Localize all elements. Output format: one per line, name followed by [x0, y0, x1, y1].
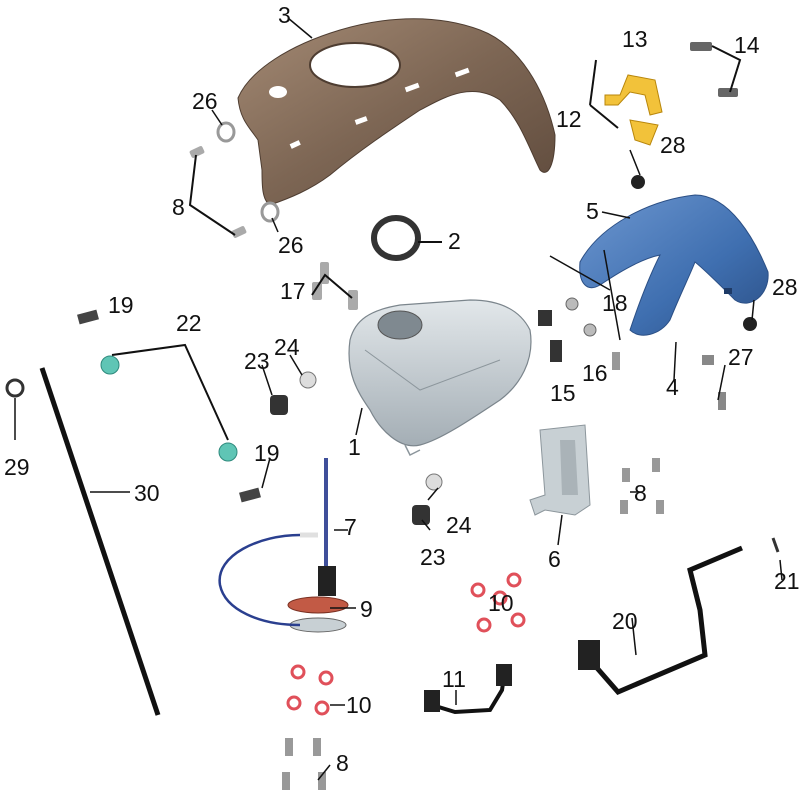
- callout-28-right: 28: [772, 274, 798, 300]
- callout-29: 29: [4, 454, 30, 480]
- callout-15: 15: [550, 380, 576, 406]
- callout-26-upper: 26: [192, 88, 218, 114]
- callout-9: 9: [360, 596, 373, 622]
- callout-8-right: 8: [634, 480, 647, 506]
- filler-gasket: [371, 215, 442, 261]
- callout-13: 13: [622, 26, 648, 52]
- callout-20: 20: [612, 608, 638, 634]
- callout-7: 7: [344, 514, 357, 540]
- callout-12: 12: [556, 106, 582, 132]
- callout-24-lower: 24: [446, 512, 472, 538]
- callout-26-lower: 26: [278, 232, 304, 258]
- callout-27: 27: [728, 344, 754, 370]
- tank-cover: [237, 18, 556, 206]
- callout-11: 11: [442, 666, 466, 692]
- callout-24-upper: 24: [274, 334, 300, 360]
- callout-19-upper: 19: [108, 292, 134, 318]
- callout-4: 4: [666, 374, 679, 400]
- callout-19-lower: 19: [254, 440, 280, 466]
- callout-22: 22: [176, 310, 202, 336]
- callout-10-right: 10: [488, 590, 514, 616]
- callout-17: 17: [280, 278, 306, 304]
- callout-23-lower: 23: [420, 544, 446, 570]
- leader-lines: [211, 17, 783, 781]
- callout-18: 18: [602, 290, 628, 316]
- callout-2: 2: [448, 228, 461, 254]
- hardware: [5, 42, 780, 790]
- callout-30: 30: [134, 480, 160, 506]
- callout-23-upper: 23: [244, 348, 270, 374]
- callout-3: 3: [278, 2, 291, 28]
- callout-16: 16: [582, 360, 608, 386]
- callout-14: 14: [734, 32, 760, 58]
- callout-1: 1: [348, 434, 361, 460]
- callout-5: 5: [586, 198, 599, 224]
- fuel-tank: [348, 299, 532, 457]
- callout-10-left: 10: [346, 692, 372, 718]
- callout-6: 6: [548, 546, 561, 572]
- callout-21: 21: [774, 568, 800, 594]
- callout-28-upper: 28: [660, 132, 686, 158]
- side-cover: [579, 194, 769, 336]
- callout-8-upper-left: 8: [172, 194, 185, 220]
- yellow-bracket: [604, 74, 663, 146]
- callout-8-bottom: 8: [336, 750, 349, 776]
- fuel-pump: [218, 458, 349, 633]
- tank-bracket: [529, 424, 591, 516]
